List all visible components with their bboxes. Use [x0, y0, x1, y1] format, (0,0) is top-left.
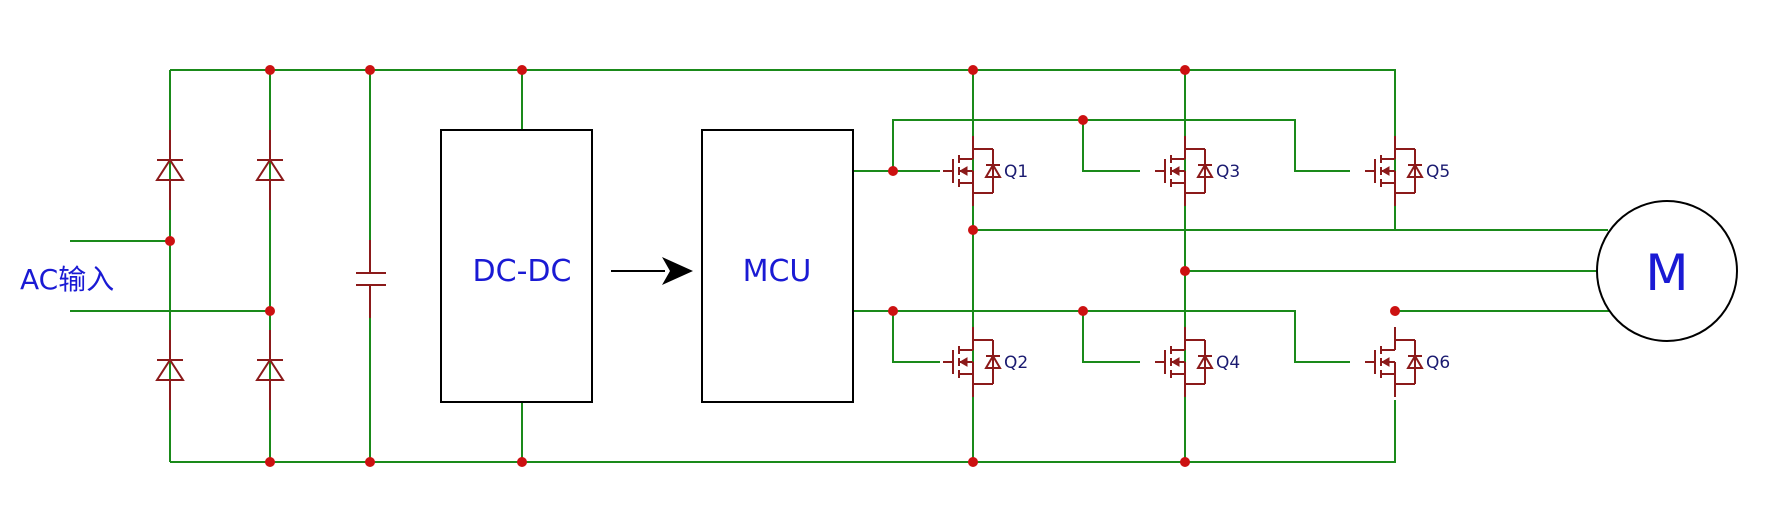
diode-d2: [255, 130, 285, 210]
mosfet-q5: Q5: [1364, 135, 1450, 207]
mosfet-q1: Q1: [942, 135, 1028, 207]
motor: M: [1596, 200, 1738, 342]
q4-label: Q4: [1216, 353, 1240, 373]
high-side-gate-bus: [853, 119, 1350, 172]
rectifier-diodes: [155, 130, 285, 410]
junction-dots: [165, 65, 1400, 467]
diode-d1: [155, 130, 185, 210]
bottom-rail: [170, 400, 1396, 463]
signal-arrow: [611, 257, 693, 285]
q1-label: Q1: [1004, 162, 1028, 182]
q5-label: Q5: [1426, 162, 1450, 182]
mcu-label: MCU: [743, 254, 812, 289]
filter-capacitor: [356, 240, 386, 318]
q6-label: Q6: [1426, 353, 1450, 373]
diode-d4: [255, 330, 285, 410]
dcdc-block: DC-DC: [440, 129, 593, 403]
diode-d3: [155, 330, 185, 410]
mosfet-q2: Q2: [942, 326, 1028, 398]
ac-input-label: AC输入: [20, 263, 114, 296]
mcu-block: MCU: [701, 129, 854, 403]
mosfet-q4: Q4: [1154, 326, 1240, 398]
motor-label: M: [1645, 244, 1688, 302]
low-side-gate-bus: [853, 310, 1350, 363]
dcdc-label: DC-DC: [473, 254, 572, 289]
q2-label: Q2: [1004, 353, 1028, 373]
q3-label: Q3: [1216, 162, 1240, 182]
mosfet-q3: Q3: [1154, 135, 1240, 207]
mosfet-q6: Q6: [1364, 326, 1450, 398]
